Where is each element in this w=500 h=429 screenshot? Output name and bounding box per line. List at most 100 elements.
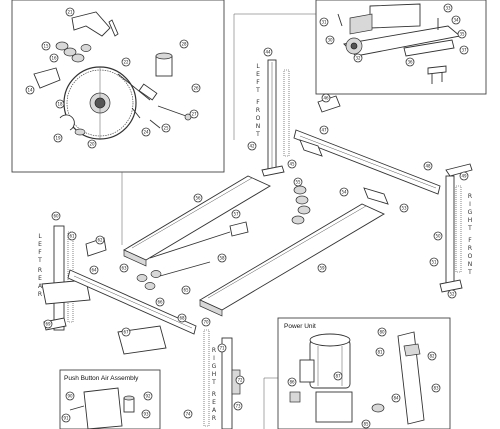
svg-text:72: 72 xyxy=(237,378,243,383)
label-left-front-7: O xyxy=(256,115,261,122)
label-left-rear-1: L xyxy=(38,233,42,240)
svg-text:27: 27 xyxy=(191,112,197,117)
label-right-front-2: I xyxy=(469,201,471,208)
label-right-front-10: T xyxy=(467,269,472,276)
svg-text:64: 64 xyxy=(91,268,97,273)
top-right-detail-inset: 31 30 32 33 34 35 36 37 xyxy=(233,0,487,140)
svg-text:60: 60 xyxy=(53,214,59,219)
right-front-column: R I G H T F R O N T xyxy=(439,163,473,293)
svg-text:73: 73 xyxy=(235,404,241,409)
label-right-rear-4: H xyxy=(212,371,217,378)
svg-text:26: 26 xyxy=(193,86,199,91)
label-right-front-3: G xyxy=(468,209,473,216)
lift-frame xyxy=(67,95,441,355)
svg-text:52: 52 xyxy=(449,292,455,297)
svg-text:48: 48 xyxy=(425,164,431,169)
label-left-front-3: F xyxy=(256,79,260,86)
svg-text:74: 74 xyxy=(185,412,191,417)
svg-text:70: 70 xyxy=(203,320,209,325)
label-right-rear-5: T xyxy=(211,379,216,386)
svg-text:85: 85 xyxy=(363,422,369,427)
svg-text:93: 93 xyxy=(143,412,149,417)
cylinder-part xyxy=(155,52,173,77)
svg-text:36: 36 xyxy=(407,60,413,65)
label-left-front-2: E xyxy=(256,71,260,78)
svg-text:80: 80 xyxy=(379,330,385,335)
center-pulleys xyxy=(291,185,311,225)
svg-text:34: 34 xyxy=(453,18,459,23)
label-right-rear-7: E xyxy=(212,399,216,406)
label-right-rear-2: I xyxy=(213,355,215,362)
label-left-front-9: T xyxy=(255,131,260,138)
svg-text:54: 54 xyxy=(341,190,347,195)
label-left-rear-5: R xyxy=(38,267,42,274)
callout-group-main: 44 42 45 47 46 48 49 50 51 52 53 54 55 5… xyxy=(43,47,469,419)
svg-text:32: 32 xyxy=(355,56,361,61)
push-button-air-assembly-inset: Push Button Air Assembly 90 91 92 93 xyxy=(59,369,161,429)
svg-text:71: 71 xyxy=(219,346,225,351)
svg-text:55: 55 xyxy=(295,180,301,185)
label-left-rear-4: T xyxy=(37,257,42,264)
label-left-rear-7: A xyxy=(38,283,43,290)
label-right-rear-3: G xyxy=(212,363,217,370)
svg-text:49: 49 xyxy=(461,174,467,179)
callout-group-top-right: 31 30 32 33 34 35 36 37 xyxy=(319,3,469,67)
svg-text:67: 67 xyxy=(123,330,129,335)
label-left-rear-8: R xyxy=(38,291,42,298)
svg-text:15: 15 xyxy=(43,44,49,49)
label-right-front-6: F xyxy=(468,237,472,244)
left-front-column: L E F T F R O N T xyxy=(255,59,290,177)
washer-stack xyxy=(55,41,92,63)
svg-text:31: 31 xyxy=(321,20,327,25)
svg-text:22: 22 xyxy=(123,60,129,65)
svg-text:56: 56 xyxy=(195,196,201,201)
svg-text:24: 24 xyxy=(143,130,149,135)
svg-text:53: 53 xyxy=(401,206,407,211)
svg-text:25: 25 xyxy=(163,126,169,131)
callout-group-power-unit: 80 81 82 83 84 85 86 87 xyxy=(287,327,441,429)
svg-text:68: 68 xyxy=(179,316,185,321)
label-left-front-5: F xyxy=(256,99,260,106)
label-right-rear-8: A xyxy=(212,407,217,414)
svg-text:33: 33 xyxy=(445,6,451,11)
svg-text:69: 69 xyxy=(45,322,51,327)
svg-text:42: 42 xyxy=(249,144,255,149)
svg-text:37: 37 xyxy=(461,48,467,53)
svg-text:45: 45 xyxy=(289,162,295,167)
label-right-front-5: T xyxy=(467,225,472,232)
svg-text:84: 84 xyxy=(393,396,399,401)
svg-text:87: 87 xyxy=(335,374,341,379)
label-right-front-8: O xyxy=(468,253,473,260)
svg-text:57: 57 xyxy=(233,212,239,217)
push-button-title: Push Button Air Assembly xyxy=(64,375,139,382)
svg-text:82: 82 xyxy=(429,354,435,359)
label-right-front-4: H xyxy=(468,217,473,224)
sprocket-wheel xyxy=(63,66,137,140)
label-right-rear-9: R xyxy=(212,415,216,422)
label-left-front-1: L xyxy=(256,63,260,70)
label-right-rear-6: R xyxy=(212,391,216,398)
svg-text:81: 81 xyxy=(377,350,383,355)
label-left-front-4: T xyxy=(255,87,260,94)
power-unit-title: Power Unit xyxy=(284,323,316,330)
callout-group-inset: 21 15 16 14 28 26 27 18 19 20 24 25 22 xyxy=(25,7,201,149)
svg-text:65: 65 xyxy=(183,288,189,293)
label-right-front-1: R xyxy=(468,193,472,200)
svg-text:46: 46 xyxy=(323,96,329,101)
label-right-front-9: N xyxy=(468,261,473,268)
label-left-rear-3: F xyxy=(38,249,42,256)
callout-group-push-button: 90 91 92 93 xyxy=(61,391,153,423)
svg-text:21: 21 xyxy=(67,10,73,15)
svg-text:50: 50 xyxy=(435,234,441,239)
svg-text:20: 20 xyxy=(89,142,95,147)
svg-text:92: 92 xyxy=(145,394,151,399)
motor xyxy=(299,333,351,389)
label-right-rear-1: R xyxy=(212,347,216,354)
label-left-rear-2: E xyxy=(38,241,42,248)
svg-text:35: 35 xyxy=(459,32,465,37)
svg-text:90: 90 xyxy=(67,394,73,399)
svg-text:86: 86 xyxy=(289,380,295,385)
svg-text:83: 83 xyxy=(433,386,439,391)
sprocket-detail-inset: 21 15 16 14 28 26 27 18 19 20 24 25 22 xyxy=(11,0,225,245)
